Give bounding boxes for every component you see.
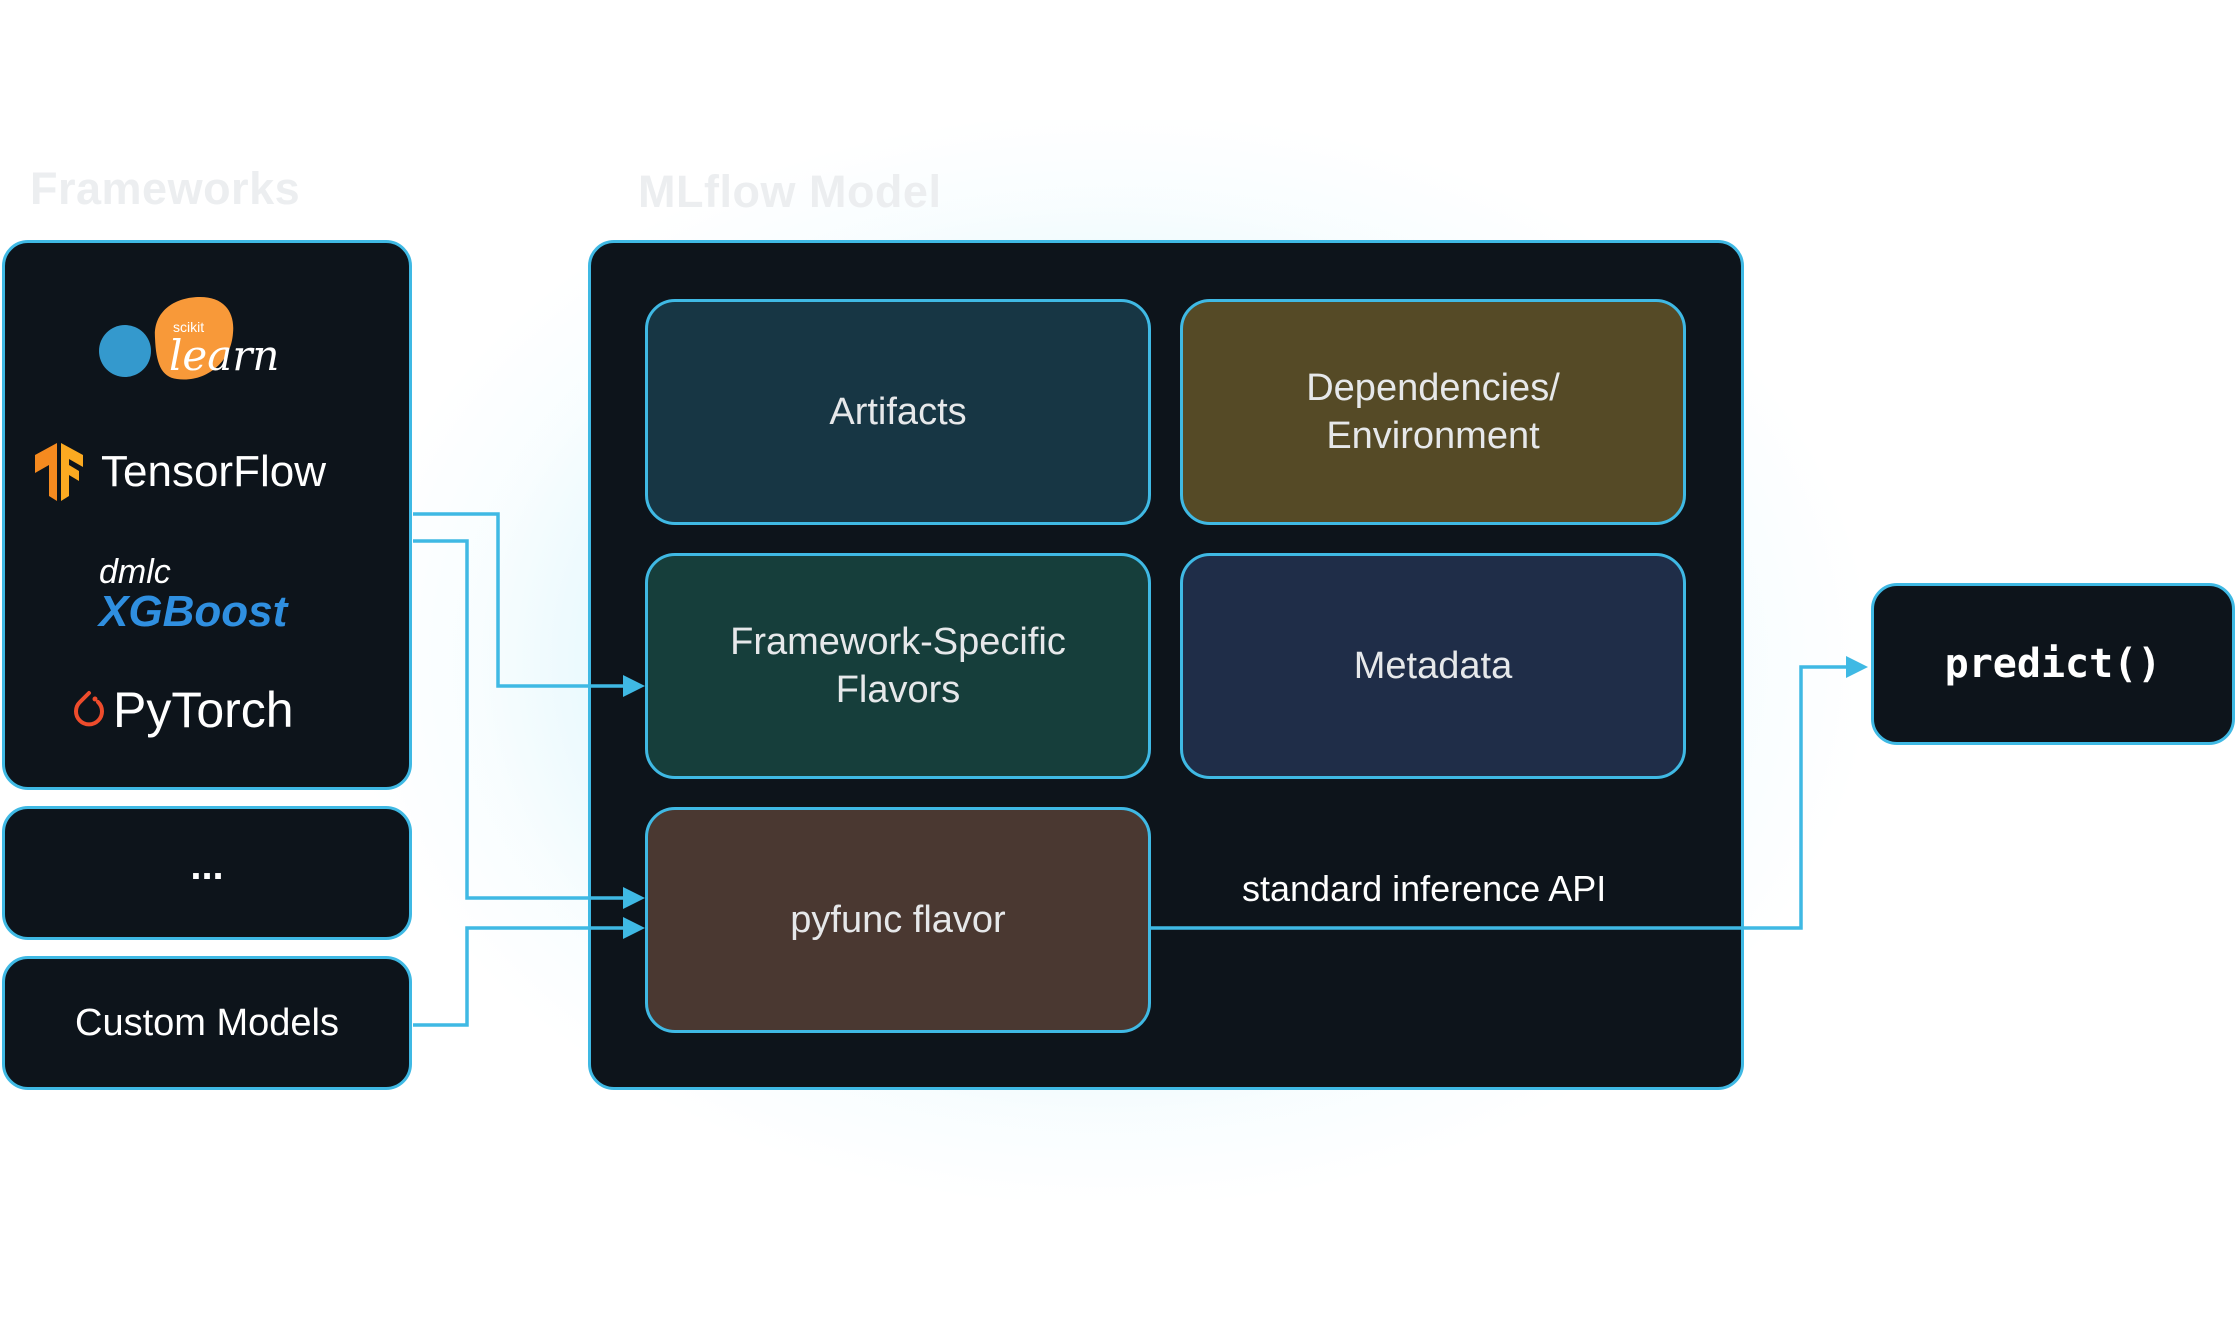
inference-api-label: standard inference API <box>1242 868 1607 909</box>
artifacts-box: Artifacts <box>645 299 1151 525</box>
frameworks-title: Frameworks <box>30 163 301 214</box>
xgboost-dmlc-text: dmlc <box>99 553 171 591</box>
pytorch-icon <box>74 691 104 727</box>
xgboost-text: XGBoost <box>99 587 288 636</box>
xgboost-logo: dmlc XGBoost <box>97 553 357 643</box>
sklearn-logo: scikit learn <box>95 293 295 383</box>
sklearn-sup-text: scikit <box>173 319 205 335</box>
dependencies-box: Dependencies/ Environment <box>1180 299 1686 525</box>
mlflow-model-title: MLflow Model <box>638 166 942 217</box>
sklearn-shapes-icon <box>99 297 234 380</box>
sklearn-text: learn <box>169 331 280 380</box>
frameworks-to-pyfunc-arrow <box>413 539 625 900</box>
framework-flavors-box: Framework-Specific Flavors <box>645 553 1151 779</box>
pyfunc-box: pyfunc flavor <box>645 807 1151 1033</box>
predict-box: predict() <box>1871 583 2235 745</box>
pytorch-logo: PyTorch <box>67 679 367 743</box>
frameworks-box: scikit learn TensorFlow dmlc XGBoost PyT… <box>2 240 412 790</box>
more-frameworks-box: ... <box>2 806 412 940</box>
tensorflow-icon <box>35 443 83 501</box>
metadata-box: Metadata <box>1180 553 1686 779</box>
custom-to-pyfunc-arrow <box>413 926 625 1027</box>
pyfunc-to-predict-arrow <box>1151 665 1848 930</box>
tensorflow-text: TensorFlow <box>101 447 326 496</box>
pytorch-text: PyTorch <box>113 682 294 738</box>
tensorflow-logo: TensorFlow <box>35 443 365 503</box>
frameworks-to-flavors-arrow <box>413 512 625 688</box>
custom-models-box: Custom Models <box>2 956 412 1090</box>
